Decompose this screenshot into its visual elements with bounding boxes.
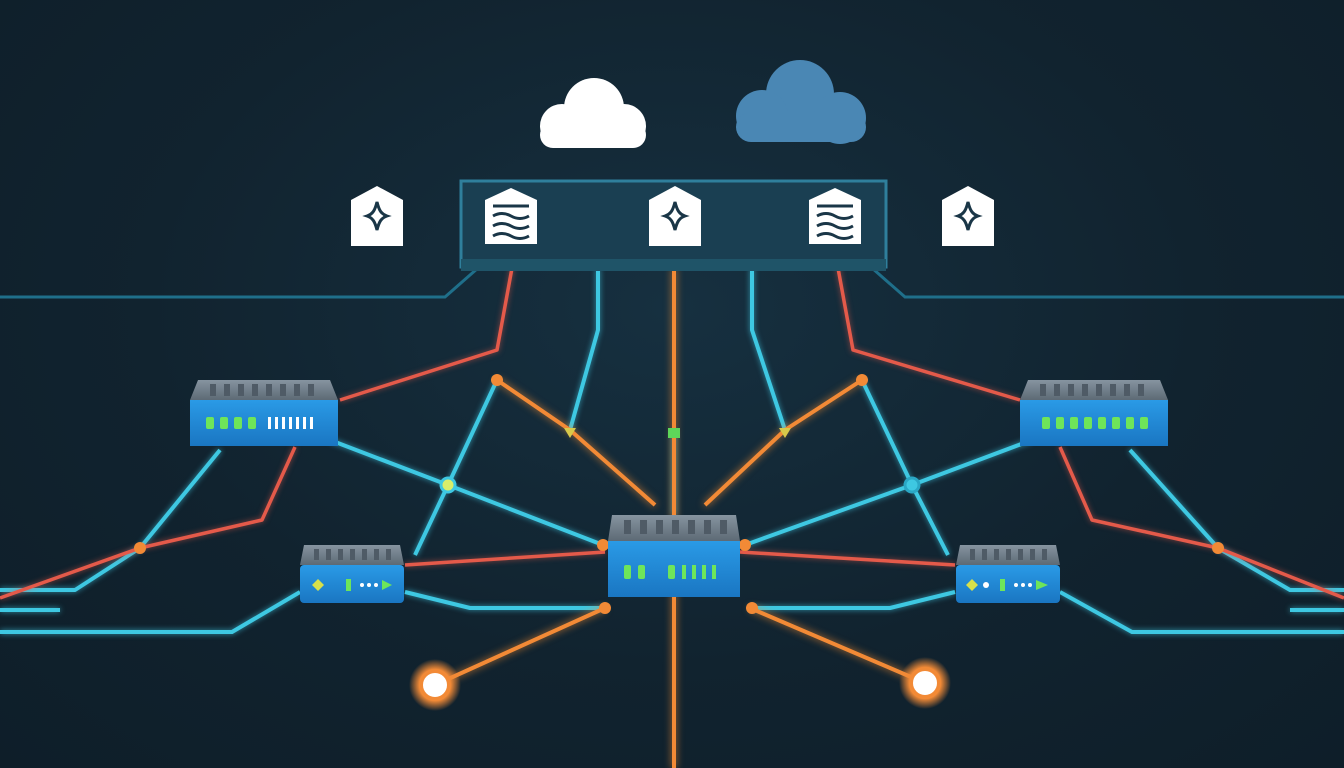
link-cyan-9	[0, 448, 222, 592]
junction-node	[439, 476, 457, 494]
core-switch[interactable]	[608, 515, 740, 597]
public-cloud-icon	[736, 60, 866, 144]
link-cyan-10	[1128, 448, 1344, 592]
red-links	[0, 267, 1344, 600]
status-led	[1000, 579, 1005, 591]
link-red-3	[139, 446, 297, 550]
link-red-1	[339, 267, 514, 402]
status-led	[983, 582, 989, 588]
link-red-8	[1217, 546, 1344, 600]
link-cyan-7	[0, 590, 302, 634]
status-led	[312, 579, 324, 591]
junction-node	[779, 428, 791, 438]
link-red-2	[836, 267, 1021, 402]
junction-node	[599, 602, 611, 614]
status-led	[346, 579, 351, 591]
endpoint-right[interactable]	[899, 657, 951, 709]
junction-node	[134, 542, 146, 554]
status-led-row	[624, 565, 716, 579]
status-led-row	[1042, 417, 1148, 429]
link-orange-2	[495, 378, 657, 507]
link-red-7	[0, 546, 141, 600]
link-orange-5	[749, 606, 926, 685]
junction-nodes	[134, 374, 1224, 614]
status-led	[966, 579, 978, 591]
link-red-6	[739, 550, 956, 567]
link-cyan-1	[568, 268, 600, 431]
link-cyan-3	[329, 438, 604, 547]
junction-node	[564, 428, 576, 438]
link-orange-3	[703, 378, 864, 507]
link-red-4	[1058, 446, 1219, 550]
link-cyan-4	[744, 438, 1033, 547]
switch-upper-left[interactable]	[190, 380, 338, 446]
switch-upper-right[interactable]	[1020, 380, 1168, 446]
junction-node	[668, 428, 680, 438]
router-left[interactable]	[300, 545, 404, 603]
endpoint-left[interactable]	[409, 659, 461, 711]
link-cyan-6	[860, 379, 950, 556]
junction-node	[1212, 542, 1224, 554]
arrow-right-icon	[382, 580, 392, 590]
router-right[interactable]	[956, 545, 1060, 603]
link-orange-4	[434, 606, 606, 687]
link-cyan-12	[750, 590, 956, 610]
junction-node	[903, 476, 921, 494]
shield-icon	[649, 186, 701, 246]
link-cyan-11	[404, 590, 605, 610]
database-icon	[485, 188, 537, 244]
junction-node	[491, 374, 503, 386]
link-cyan-8	[1059, 590, 1344, 634]
junction-node	[597, 539, 609, 551]
private-cloud-icon	[540, 78, 646, 148]
junction-node	[856, 374, 868, 386]
link-cyan-2	[750, 268, 787, 431]
backbone-right-line	[871, 266, 1344, 299]
link-red-5	[404, 550, 606, 567]
backbone-lines	[0, 266, 1344, 299]
database-icon	[809, 188, 861, 244]
shield-icon	[942, 186, 994, 246]
backbone-left-line	[0, 266, 479, 299]
link-cyan-5	[413, 379, 499, 556]
junction-node	[739, 539, 751, 551]
status-led-row	[206, 417, 256, 429]
shield-icon	[351, 186, 403, 246]
junction-node	[746, 602, 758, 614]
arrow-right-icon	[1036, 580, 1048, 590]
